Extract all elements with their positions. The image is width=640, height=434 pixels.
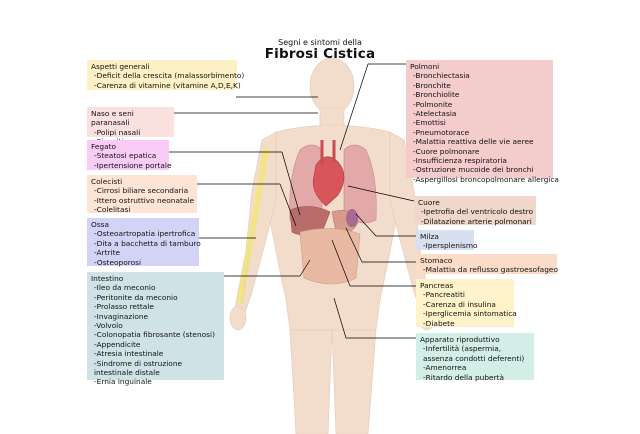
box-header: Colecisti	[91, 177, 123, 186]
box-item: -Artrite	[94, 248, 121, 258]
box-item: -Ipersplenismo	[423, 241, 478, 251]
box-items: -Osteoartropatia ipertrofica-Dita a bacc…	[91, 229, 201, 267]
box-intestino: Intestino -Ileo da meconio-Peritonite da…	[87, 272, 224, 386]
box-general: Aspetti generali -Deficit della crescita…	[87, 60, 245, 90]
box-item: -Colonopatia fibrosante (stenosi)	[94, 330, 215, 340]
box-item: -Steatosi epatica	[94, 151, 157, 161]
box-item: -Invaginazione	[94, 311, 149, 321]
box-item: -Ernia inguinale	[94, 377, 152, 387]
box-item: -Carenza di vitamine (vitamine A,D,E,K)	[94, 80, 241, 90]
box-item: -Osteoporosi	[94, 257, 142, 267]
box-riproduttivo: Apparato riproduttivo -Infertilità (aspe…	[416, 333, 534, 382]
box-milza: Milza -Ipersplenismo	[416, 230, 478, 251]
box-item: -Emottisi	[413, 118, 446, 128]
box-item: -Polipi nasali	[94, 127, 141, 137]
box-item: -Carenza di insulina	[423, 299, 496, 309]
box-items: -Cirrosi biliare secondaria-Ittero ostru…	[91, 186, 195, 215]
intestines	[299, 228, 361, 285]
subtitle: Segni e sintomi della	[278, 38, 362, 47]
box-items: -Bronchiectasia-Bronchite-Bronchiolite-P…	[410, 71, 559, 184]
connector-lines	[168, 63, 416, 339]
heart	[312, 140, 345, 207]
box-items: -Deficit della crescita (malassorbimento…	[91, 71, 245, 90]
box-items: -Ipetrofia del ventricolo destro-Dilataz…	[418, 207, 534, 226]
box-header: Naso e seni paranasali	[91, 109, 134, 128]
box-item: -Appendicite	[94, 339, 141, 349]
forearm-bone	[240, 242, 252, 304]
box-item: -Malattia reattiva delle vie aeree	[413, 137, 534, 147]
box-item: -Osteoartropatia ipertrofica	[94, 229, 196, 239]
box-item: -Atresia intestinale	[94, 349, 164, 359]
box-item: -Bronchiectasia	[413, 71, 470, 81]
box-item: -Ostruzione mucoide dei bronchi	[413, 165, 534, 175]
box-header: Polmoni	[410, 62, 440, 71]
box-pancreas: Pancreas -Pancreatiti-Carenza di insulin…	[416, 279, 517, 328]
box-items: -Pancreatiti-Carenza di insulina-Ipergli…	[420, 290, 517, 328]
box-items: -Infertilità (aspermia, assenza condotti…	[420, 344, 530, 382]
box-item: -Sindrome di ostruzione intestinale dist…	[94, 358, 183, 378]
box-item: -Cirrosi biliare secondaria	[94, 186, 189, 196]
box-item: -Iperglicemia sintomatica	[423, 309, 517, 319]
box-item: -Insufficienza respiratoria	[413, 156, 507, 166]
box-items: -Malattia da reflusso gastroesofageo	[420, 265, 558, 275]
box-item: -Ileo da meconio	[94, 283, 156, 293]
box-items: -Ipersplenismo	[420, 241, 478, 251]
box-header: Pancreas	[420, 281, 454, 290]
box-item: -Dilatazione arterie polmonari	[421, 216, 532, 226]
box-item: -Atelectasia	[413, 109, 457, 119]
box-item: -Diabete	[423, 318, 455, 328]
box-item: -Ritardo della pubertà	[423, 372, 505, 382]
box-fegato: Fegato -Steatosi epatica-Ipertensione po…	[87, 140, 172, 170]
spleen	[346, 209, 358, 227]
box-polmoni: Polmoni -Bronchiectasia-Bronchite-Bronch…	[406, 60, 559, 184]
box-stomaco: Stomaco -Malattia da reflusso gastroesof…	[416, 254, 558, 275]
box-item: -Dita a bacchetta di tamburo	[94, 238, 201, 248]
box-header: Intestino	[91, 274, 124, 283]
box-item: -Pancreatiti	[423, 290, 465, 300]
box-header: Stomaco	[420, 256, 453, 265]
box-header: Aspetti generali	[91, 62, 150, 71]
box-header: Fegato	[91, 142, 117, 151]
box-cuore: Cuore -Ipetrofia del ventricolo destro-D…	[414, 196, 536, 226]
box-header: Apparato riproduttivo	[420, 335, 500, 344]
box-item: -Deficit della crescita (malassorbimento…	[94, 71, 245, 81]
box-item: -Bronchiolite	[413, 90, 460, 100]
box-item: -Peritonite da meconio	[94, 292, 178, 302]
box-header: Milza	[420, 232, 439, 241]
box-naso: Naso e seni paranasali -Polipi nasali-Si…	[87, 107, 174, 146]
box-item: -Ittero ostruttivo neonatale	[94, 195, 195, 205]
box-item: -Amenorrea	[423, 363, 467, 373]
box-item: -Malattia da reflusso gastroesofageo	[423, 265, 558, 275]
page-title: Fibrosi Cistica	[264, 46, 376, 62]
box-item: -Colelitasi	[94, 205, 131, 215]
box-ossa: Ossa -Osteoartropatia ipertrofica-Dita a…	[87, 218, 201, 267]
box-header: Ossa	[91, 220, 110, 229]
box-header: Cuore	[418, 198, 440, 207]
box-item: -Bronchite	[413, 80, 451, 90]
box-item: -Volvolo	[94, 321, 123, 331]
box-colecisti: Colecisti -Cirrosi biliare secondaria-It…	[87, 175, 197, 215]
box-item: -Infertilità (aspermia, assenza condotti…	[423, 344, 525, 363]
lungs	[289, 144, 377, 224]
box-item: -Polmonite	[413, 99, 453, 109]
box-item: -Cuore polmonare	[413, 146, 480, 156]
box-items: -Steatosi epatica-Ipertensione portale	[91, 151, 172, 170]
box-item: -Aspergillosi broncopolmonare allergica	[413, 174, 559, 184]
box-item: -Pneumotorace	[413, 127, 470, 137]
box-item: -Ipertensione portale	[94, 160, 172, 170]
box-items: -Ileo da meconio-Peritonite da meconio-P…	[91, 283, 220, 386]
box-item: -Ipetrofia del ventricolo destro	[421, 207, 534, 217]
box-item: -Prolasso rettale	[94, 302, 154, 312]
